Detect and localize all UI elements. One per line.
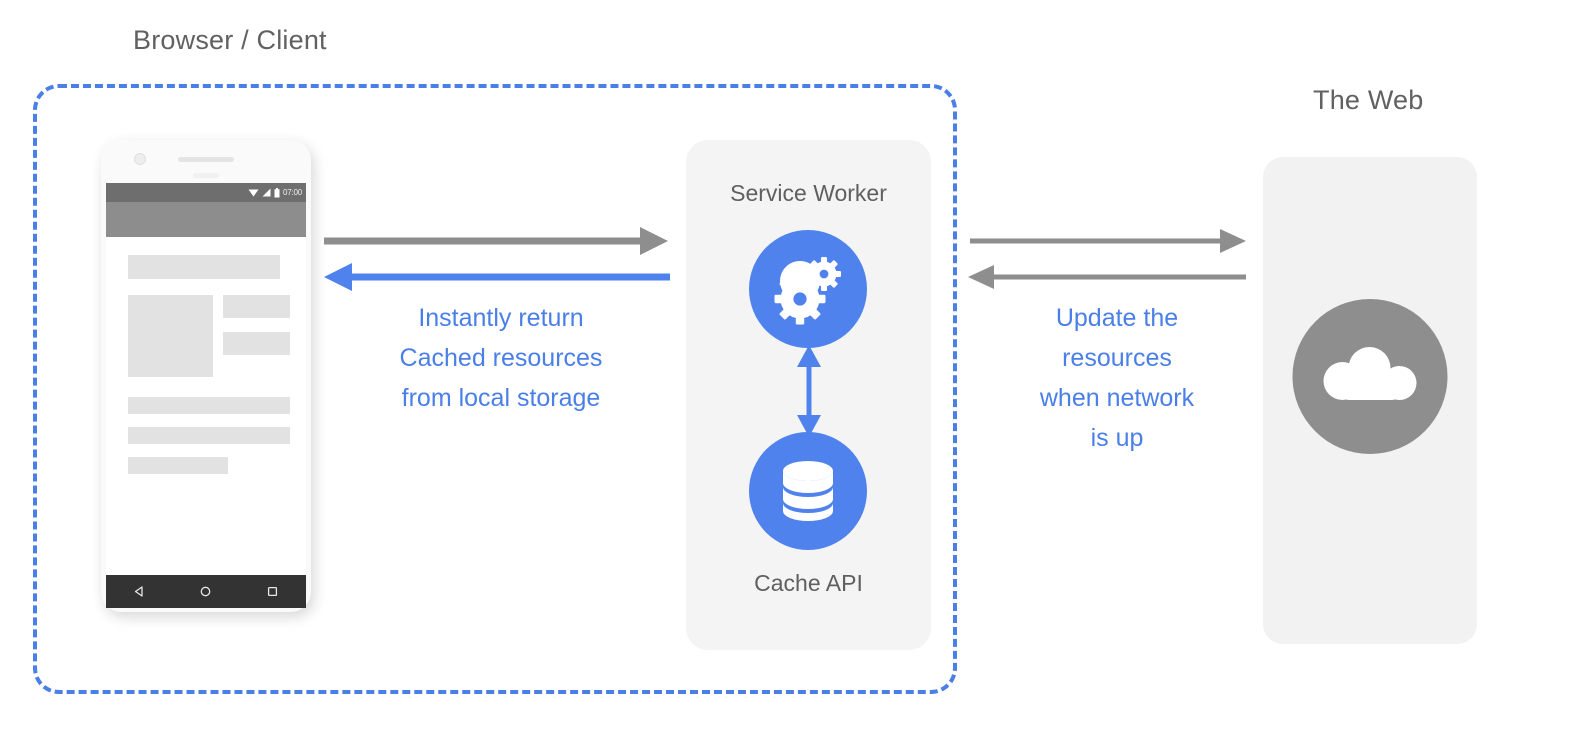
database-icon xyxy=(749,432,867,550)
signal-icon xyxy=(262,188,271,197)
caption-cached-response: Instantly return Cached resources from l… xyxy=(399,304,603,412)
skeleton-hero-image xyxy=(128,295,213,377)
skeleton-side-block xyxy=(223,332,290,355)
cached-response-arrow-left xyxy=(324,263,670,291)
double-arrow-vertical-icon xyxy=(797,345,821,437)
the-web-panel xyxy=(1263,157,1477,644)
request-arrow-right xyxy=(324,227,668,255)
service-worker-card: Service Worker xyxy=(686,140,931,650)
skeleton-text-line xyxy=(128,397,290,414)
wifi-icon xyxy=(248,189,259,197)
cloud-icon-glyph xyxy=(1323,346,1417,400)
home-icon[interactable] xyxy=(199,585,212,598)
status-bar-time: 07:00 xyxy=(282,187,302,197)
skeleton-headline xyxy=(128,255,280,279)
gears-icon-glyph xyxy=(774,257,841,325)
browser-client-boundary xyxy=(33,84,957,694)
skeleton-side-block xyxy=(223,295,290,318)
browser-client-title: Browser / Client xyxy=(133,25,327,55)
network-arrow-right xyxy=(970,229,1246,253)
network-arrow-left xyxy=(968,265,1246,289)
phone-mockup: 07:00 xyxy=(101,140,311,612)
phone-navigation-bar xyxy=(106,575,306,608)
phone-sensor xyxy=(193,173,219,178)
database-icon-glyph xyxy=(783,461,833,521)
phone-camera-icon xyxy=(134,153,146,165)
cache-api-label: Cache API xyxy=(754,570,863,596)
phone-status-bar: 07:00 xyxy=(106,183,306,202)
service-worker-label: Service Worker xyxy=(730,180,887,206)
back-icon[interactable] xyxy=(133,585,146,598)
battery-icon xyxy=(274,187,280,197)
phone-app-bar xyxy=(106,202,306,237)
gears-icon xyxy=(749,230,867,348)
skeleton-text-line xyxy=(128,427,290,444)
cloud-icon xyxy=(1292,299,1448,454)
caption-network-update: Update the resources when network is up xyxy=(1039,304,1195,452)
phone-screen: 07:00 xyxy=(106,183,306,575)
service-worker-web-arrows xyxy=(968,229,1246,289)
phone-speaker-grill xyxy=(178,157,234,162)
skeleton-text-line xyxy=(128,457,228,474)
phone-content-skeleton xyxy=(106,237,306,575)
client-service-worker-arrows xyxy=(324,227,670,291)
recents-icon[interactable] xyxy=(266,585,279,598)
the-web-title: The Web xyxy=(1313,85,1424,115)
